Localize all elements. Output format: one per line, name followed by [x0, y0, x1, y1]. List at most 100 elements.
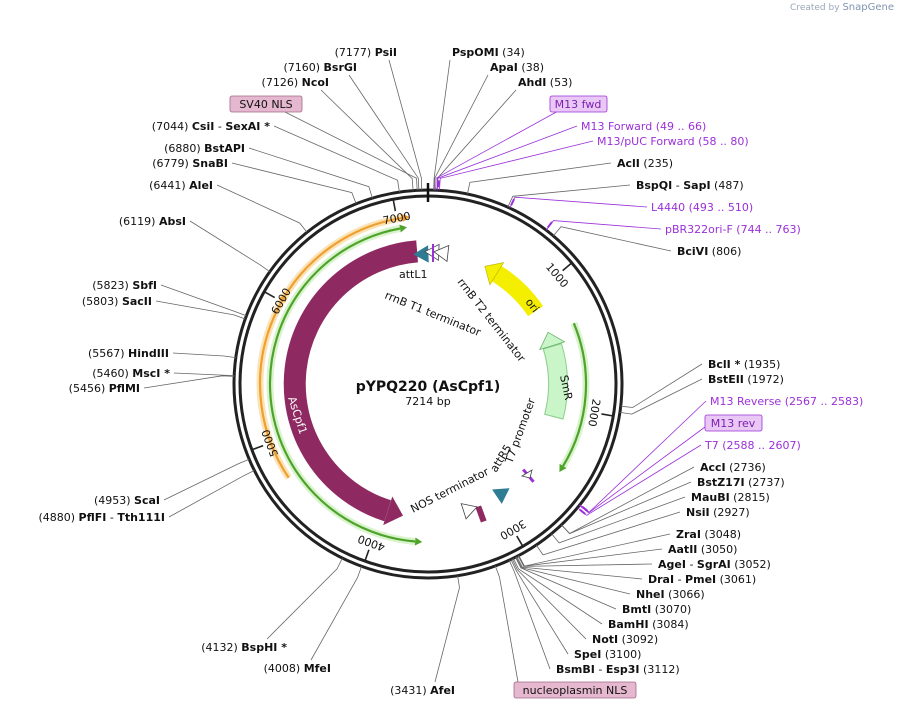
ori-arc [491, 266, 544, 317]
leader-right-21 [508, 560, 551, 670]
tick-mark-4000 [364, 549, 370, 562]
primer-label-0: M13 Forward (49 .. 66) [581, 120, 706, 133]
leader-right-15 [516, 556, 643, 580]
site-label-right-18: BamHI (3084) [608, 618, 689, 631]
tick-label-7000: 7000 [382, 209, 412, 227]
leader-left-2 [320, 89, 414, 191]
orange-arc-head-top [402, 214, 410, 222]
snapgene-brand: SnapGene [842, 2, 894, 13]
leader-right-19 [511, 558, 587, 640]
site-label-right-5: BciVI (806) [677, 245, 741, 258]
site-label-right-12: ZraI (3048) [676, 528, 741, 541]
ascpf1-arrow-head [383, 496, 403, 526]
smr-arc [543, 344, 568, 419]
leader-right-4 [507, 184, 631, 208]
tick-label-3000: 3000 [498, 517, 529, 542]
site-label-right-20: SpeI (3100) [574, 648, 641, 661]
site-label-right-15: DraI - PmeI (3061) [648, 573, 756, 586]
leader-left-8 [160, 284, 247, 317]
site-label-left-0: (7177) PsiI [335, 46, 397, 59]
leader-right-14 [517, 555, 653, 567]
pbr322ori-f-mark [546, 221, 553, 229]
m13-fwd-leader [435, 109, 561, 191]
green-arc-head-bottom [414, 537, 423, 546]
smr-arrow-head [539, 331, 566, 351]
site-label-left-5: (6779) SnaBI [152, 157, 228, 170]
orange-arc [259, 216, 403, 479]
green-arc-head-top [399, 224, 407, 233]
leader-right-5 [552, 226, 672, 252]
nucleoplasmin-nls-label: nucleoplasmin NLS [523, 684, 628, 697]
leader-right-1 [434, 74, 489, 191]
snapgene-credit: Created by SnapGene [790, 2, 894, 13]
site-label-right-6: BclI * (1935) [708, 358, 780, 371]
leader-right-0 [433, 59, 451, 191]
site-label-left-10: (5567) HindIII [88, 347, 169, 360]
site-label-left-13: (4953) ScaI [94, 494, 160, 507]
t7-promoter-feature [520, 469, 533, 479]
site-label-right-0: PspOMI (34) [452, 46, 525, 59]
site-label-right-10: MauBI (2815) [691, 491, 770, 504]
ascpf1-cds-arc [283, 240, 419, 522]
site-label-right-11: NsiI (2927) [686, 506, 750, 519]
leader-left-1 [348, 74, 420, 191]
primer-label-5: T7 (2588 .. 2607) [704, 439, 801, 452]
site-label-right-8: AccI (2736) [700, 461, 766, 474]
site-label-left-15: (4132) BspHI * [201, 641, 287, 654]
primer-label-4: M13 Reverse (2567 .. 2583) [710, 395, 863, 408]
site-label-left-4: (6880) BstAPI [164, 142, 245, 155]
nos-terminator-feature [460, 503, 478, 520]
sv40-nls-leader [284, 111, 418, 191]
sv40-nls-box: SV40 NLS [229, 95, 303, 113]
m13-fwd-feature [432, 244, 434, 262]
site-label-left-6: (6441) AleI [149, 179, 213, 192]
t7-primer-mark [579, 508, 586, 515]
site-label-right-4: BspQI - SapI (487) [636, 179, 744, 192]
leader-left-11 [173, 372, 235, 376]
feature-arcs [256, 180, 590, 546]
orange-arc-head-mid [278, 294, 286, 303]
leader-left-7 [189, 220, 271, 273]
site-label-left-17: (3431) AfeI [390, 684, 455, 697]
nucleoplasmin-nls-box: nucleoplasmin NLS [513, 681, 637, 699]
feature-label-smr: SmR [557, 374, 575, 402]
site-label-left-1: (7160) BsrGI [283, 61, 357, 74]
sv40-nls-feature [411, 244, 414, 262]
site-label-right-13: AatII (3050) [668, 543, 737, 556]
m13-rev-leader [579, 426, 706, 514]
primer-label-1: M13/pUC Forward (58 .. 80) [597, 135, 749, 148]
tick-mark-7000 [392, 199, 397, 212]
leader-right-8 [561, 466, 695, 534]
green-arc-right [562, 322, 588, 467]
site-label-left-16: (4008) MfeI [264, 662, 331, 675]
attr5-feature [492, 488, 510, 504]
leader-right-10 [551, 496, 686, 544]
tick-mark-6000 [263, 290, 276, 299]
site-label-left-8: (5823) SbfI [92, 279, 157, 292]
tick-mark-2000 [601, 413, 614, 417]
leader-right-20 [510, 559, 569, 655]
tick-mark-1000 [562, 262, 573, 272]
leader-left-14 [168, 470, 255, 518]
m13-reverse-mark [581, 505, 589, 512]
site-label-right-16: NheI (3066) [636, 588, 705, 601]
green-arc-head-right [559, 463, 567, 472]
site-label-left-11: (5460) MscI * [92, 367, 170, 380]
tick-mark-3000 [516, 535, 524, 547]
leader-left-6 [216, 184, 308, 233]
site-label-right-21: BsmBI - Esp3I (3112) [556, 663, 680, 676]
leader-left-13 [163, 458, 250, 501]
ori-arrow-head [484, 262, 505, 286]
leader-right-17 [515, 557, 617, 610]
leader-left-9 [155, 300, 246, 320]
site-label-right-3: AclI (235) [617, 157, 673, 170]
leader-left-10 [172, 352, 236, 358]
primer-leader-0 [436, 125, 578, 191]
leader-left-17 [434, 575, 460, 683]
leader-left-4 [248, 147, 373, 199]
primer-label-3: pBR322ori-F (744 .. 763) [665, 223, 801, 236]
site-label-right-19: NotI (3092) [592, 633, 658, 646]
leader-right-2 [436, 89, 517, 191]
site-labels: (7177) PsiI(7160) BsrGI(7126) NcoI(7044)… [38, 46, 863, 697]
